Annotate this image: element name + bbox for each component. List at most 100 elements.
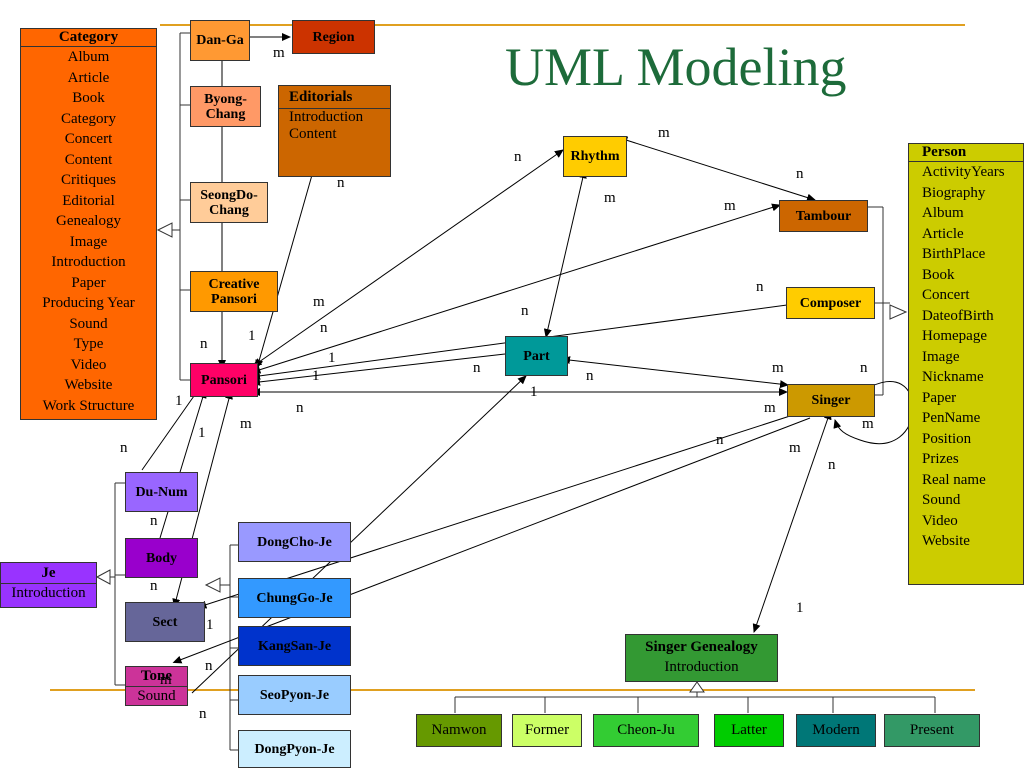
namwon-label: Namwon xyxy=(431,722,487,738)
singer-genealogy-header: Singer Genealogy xyxy=(645,639,758,655)
category-attribute: Producing Year xyxy=(42,295,135,311)
person-attribute: Image xyxy=(922,348,960,365)
composer-box: Composer xyxy=(786,287,875,319)
rhythm-box: Rhythm xyxy=(563,136,627,177)
dongchoje-label: DongCho-Je xyxy=(257,534,332,550)
person-attribute: Video xyxy=(922,512,958,529)
editorials-attribute: Introduction xyxy=(289,109,364,125)
person-attribute: Album xyxy=(922,205,964,221)
multiplicity-label: m xyxy=(724,198,736,214)
cheonju-label: Cheon-Ju xyxy=(617,722,675,738)
dunum-box: Du-Num xyxy=(125,472,198,512)
rhythm-label: Rhythm xyxy=(570,149,620,164)
multiplicity-label: 1 xyxy=(796,600,804,616)
person-attribute: Biography xyxy=(922,184,986,201)
seongdochang-label: SeongDo-Chang xyxy=(200,187,258,218)
multiplicity-label: m xyxy=(313,294,325,310)
part-label: Part xyxy=(523,348,550,364)
person-header: Person xyxy=(909,144,1023,162)
seopyonje-label: SeoPyon-Je xyxy=(259,687,330,703)
pansori-box: Pansori xyxy=(190,363,258,397)
latter-label: Latter xyxy=(731,722,767,738)
category-attribute: Book xyxy=(72,90,105,106)
multiplicity-label: m xyxy=(764,400,776,416)
region-box: Region xyxy=(292,20,375,54)
multiplicity-label: n xyxy=(828,457,836,473)
person-attribute: BirthPlace xyxy=(922,246,986,262)
modern-label: Modern xyxy=(812,722,860,738)
person-attribute: Article xyxy=(922,225,964,242)
category-attribute: Album xyxy=(67,49,110,65)
multiplicity-label: 1 xyxy=(175,393,183,409)
person-generalization xyxy=(868,206,908,396)
multiplicity-label: n xyxy=(205,658,213,674)
page-title: UML Modeling xyxy=(505,37,847,97)
present-label: Present xyxy=(909,722,955,738)
body-box: Body xyxy=(125,538,198,578)
multiplicity-label: n xyxy=(586,368,594,384)
byongchang-box: Byong-Chang xyxy=(190,86,261,127)
category-attribute: Critiques xyxy=(61,172,116,188)
tone-attribute: Sound xyxy=(137,688,176,704)
multiplicity-label: 1 xyxy=(206,617,214,633)
category-attribute: Image xyxy=(69,233,108,250)
sect-box: Sect xyxy=(125,602,205,642)
multiplicity-label: n xyxy=(120,440,128,456)
multiplicity-label: 1 xyxy=(198,425,206,441)
creative-pansori-label: Creative Pansori xyxy=(208,276,260,307)
person-attribute: Paper xyxy=(922,389,957,406)
pansori-label: Pansori xyxy=(201,372,247,388)
singer-label: Singer xyxy=(811,393,851,408)
editorials-attribute: Content xyxy=(289,126,337,142)
byongchang-label: Byong-Chang xyxy=(204,91,247,122)
category-generalization xyxy=(156,32,190,381)
multiplicity-label: 1 xyxy=(328,350,336,366)
person-attribute: Position xyxy=(922,430,972,447)
person-attribute: ActivityYears xyxy=(922,164,1005,180)
multiplicity-label: n xyxy=(150,513,158,529)
je-class: Je Introduction xyxy=(0,562,97,608)
seopyonje-box: SeoPyon-Je xyxy=(238,675,351,715)
multiplicity-label: n xyxy=(796,166,804,182)
dongpyonje-box: DongPyon-Je xyxy=(238,730,351,768)
je-header: Je xyxy=(1,563,96,584)
multiplicity-label: m xyxy=(604,190,616,206)
category-attribute: Editorial xyxy=(62,192,115,209)
multiplicity-label: n xyxy=(150,578,158,594)
multiplicity-label: n xyxy=(200,336,208,352)
danga-label: Dan-Ga xyxy=(196,33,244,48)
present-box: Present xyxy=(884,714,980,747)
person-attribute: PenName xyxy=(922,410,981,426)
part-box: Part xyxy=(505,336,568,376)
category-attribute: Genealogy xyxy=(56,213,121,229)
latter-box: Latter xyxy=(714,714,784,747)
je-attribute: Introduction xyxy=(11,585,86,601)
former-box: Former xyxy=(512,714,582,747)
person-class: Person ActivityYears Biography Album Art… xyxy=(908,143,1024,585)
multiplicity-label: n xyxy=(320,320,328,336)
category-attribute: Work Structure xyxy=(42,397,135,414)
multiplicity-label: n xyxy=(514,149,522,165)
multiplicity-label: n xyxy=(860,360,868,376)
namwon-box: Namwon xyxy=(416,714,502,747)
region-label: Region xyxy=(312,29,355,45)
genealogy-generalization xyxy=(454,681,936,713)
editorials-class: Editorials Introduction Content xyxy=(278,85,391,177)
person-attribute: Homepage xyxy=(922,328,987,344)
category-attribute: Category xyxy=(61,110,116,127)
multiplicity-label: m xyxy=(273,45,285,61)
person-attribute: Website xyxy=(922,533,970,549)
kangsanje-box: KangSan-Je xyxy=(238,626,351,666)
multiplicity-label: n xyxy=(337,175,345,191)
category-attribute: Content xyxy=(64,151,113,168)
person-attribute: Nickname xyxy=(922,369,984,385)
je-generalization xyxy=(95,482,125,686)
multiplicity-label: m xyxy=(789,440,801,456)
composer-label: Composer xyxy=(799,295,862,311)
category-attribute: Video xyxy=(70,356,107,373)
multiplicity-label: 1 xyxy=(530,384,538,400)
chunggoje-label: ChungGo-Je xyxy=(256,590,333,606)
multiplicity-label: n xyxy=(756,279,764,295)
tambour-label: Tambour xyxy=(795,208,852,224)
